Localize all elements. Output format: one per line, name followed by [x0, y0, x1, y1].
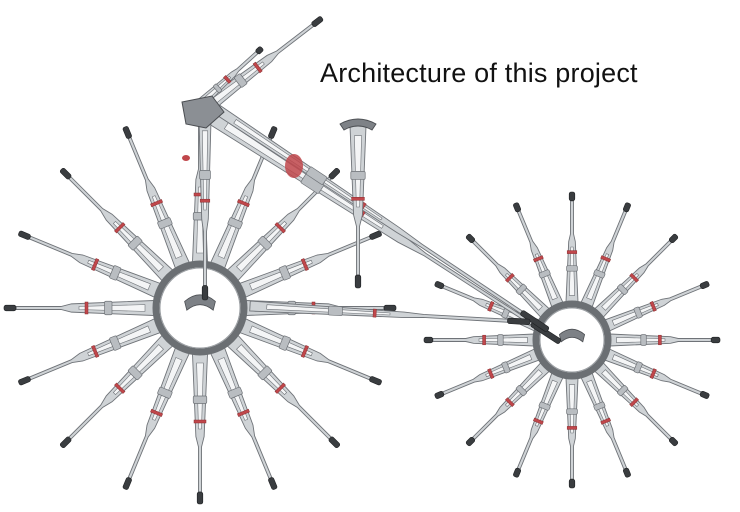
wheel-spoke-crutch — [595, 231, 681, 317]
frame-joint-marker — [285, 154, 303, 178]
hub-ring — [536, 304, 608, 376]
wheel-spoke-crutch — [56, 335, 173, 452]
wheel-spoke-crutch — [193, 354, 208, 504]
right-wheel — [424, 192, 720, 488]
frame-joint-marker — [182, 155, 190, 161]
wheel-spoke-crutch — [463, 363, 549, 449]
wheel-spoke-crutch — [566, 192, 578, 302]
wheel-spoke-crutch — [227, 335, 344, 452]
frame-arm-crutch — [201, 12, 327, 113]
hub-ring — [156, 264, 244, 352]
wheel-spoke-crutch — [566, 378, 578, 488]
wheel-spoke-crutch — [595, 363, 681, 449]
frame-boom-crutch — [212, 104, 551, 334]
wheel-spoke-crutch — [424, 334, 534, 346]
wheel-spoke-crutch — [56, 164, 173, 281]
wheel-spoke-crutch — [4, 301, 154, 316]
diagram-caption: Architecture of this project — [320, 58, 638, 89]
wheel-spoke-crutch — [610, 334, 720, 346]
